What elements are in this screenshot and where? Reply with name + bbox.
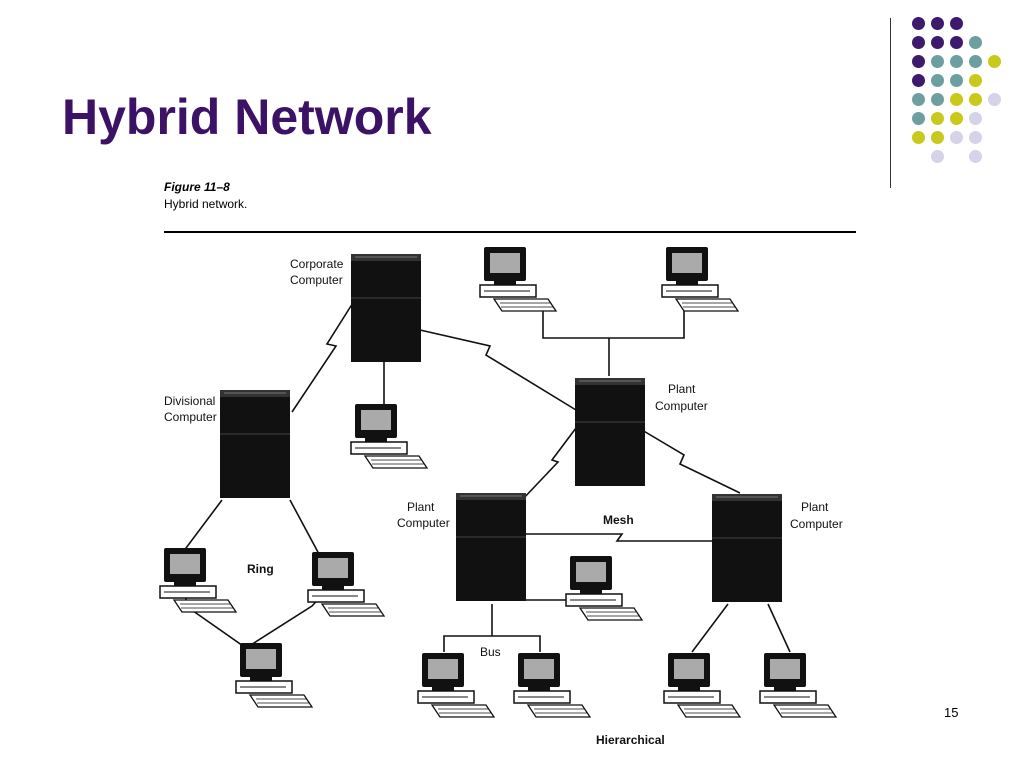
corporate-computer — [350, 253, 422, 363]
dot — [988, 93, 1001, 106]
dot — [931, 74, 944, 87]
figure-caption: Hybrid network. — [164, 197, 248, 211]
dot — [912, 36, 925, 49]
dot — [931, 131, 944, 144]
dot — [969, 74, 982, 87]
dot — [950, 93, 963, 106]
dot — [950, 36, 963, 49]
dot — [950, 17, 963, 30]
dot — [912, 17, 925, 30]
dot — [969, 150, 982, 163]
workstation-hier-right — [759, 652, 837, 718]
link-hier-left — [691, 603, 729, 653]
dot — [912, 131, 925, 144]
dot — [950, 112, 963, 125]
label-corporate-2: Computer — [290, 273, 343, 287]
link-plant-top-plant-left — [521, 427, 577, 501]
dot — [912, 55, 925, 68]
label-plant-left-1: Plant — [407, 500, 435, 514]
workstation-bus-left — [417, 652, 495, 718]
dot — [912, 93, 925, 106]
figure-rule — [164, 231, 856, 233]
divisional-computer — [219, 389, 291, 499]
label-plant-left-2: Computer — [397, 516, 450, 530]
workstation-ring-left — [159, 547, 237, 613]
label-ring: Ring — [247, 562, 274, 576]
dot — [912, 74, 925, 87]
plant-computer-top — [574, 377, 646, 487]
label-corporate-1: Corporate — [290, 257, 344, 271]
workstation-hier-left — [663, 652, 741, 718]
link-corporate-divisional — [291, 297, 357, 413]
dot — [931, 36, 944, 49]
label-divisional-2: Computer — [164, 410, 217, 424]
workstation-bus-right — [513, 652, 591, 718]
dot — [950, 55, 963, 68]
workstation-ring-bottom — [235, 642, 313, 708]
workstation-plant-left — [565, 555, 643, 621]
dot — [931, 93, 944, 106]
label-mesh: Mesh — [603, 513, 634, 527]
label-plant-top-2: Computer — [655, 399, 708, 413]
slide-title: Hybrid Network — [62, 89, 432, 145]
dot — [969, 55, 982, 68]
dot — [931, 112, 944, 125]
dot — [931, 17, 944, 30]
dot — [988, 55, 1001, 68]
plant-computer-left — [455, 492, 527, 602]
link-mesh — [526, 533, 712, 542]
dot — [950, 74, 963, 87]
page-number: 15 — [944, 705, 959, 720]
dot — [969, 112, 982, 125]
dot — [969, 36, 982, 49]
dot — [969, 131, 982, 144]
workstation-ring-right — [307, 551, 385, 617]
label-divisional-1: Divisional — [164, 394, 215, 408]
dot — [912, 112, 925, 125]
vertical-divider — [890, 18, 891, 188]
link-hier-right — [767, 603, 791, 653]
workstation-top-left — [479, 246, 557, 312]
link-plant-top-plant-right — [641, 429, 741, 494]
link-corporate-plant-top — [419, 329, 577, 411]
dot — [969, 93, 982, 106]
link-top-bus — [542, 310, 685, 339]
label-plant-right-2: Computer — [790, 517, 843, 531]
label-bus: Bus — [480, 645, 501, 659]
dot — [931, 55, 944, 68]
label-hierarchical: Hierarchical — [596, 733, 665, 747]
dot — [950, 131, 963, 144]
dot — [931, 150, 944, 163]
label-plant-right-1: Plant — [801, 500, 829, 514]
workstation-top-right — [661, 246, 739, 312]
workstation-corporate — [350, 403, 428, 469]
plant-computer-right — [711, 493, 783, 603]
label-plant-top-1: Plant — [668, 382, 696, 396]
figure-number: Figure 11–8 — [164, 180, 230, 194]
